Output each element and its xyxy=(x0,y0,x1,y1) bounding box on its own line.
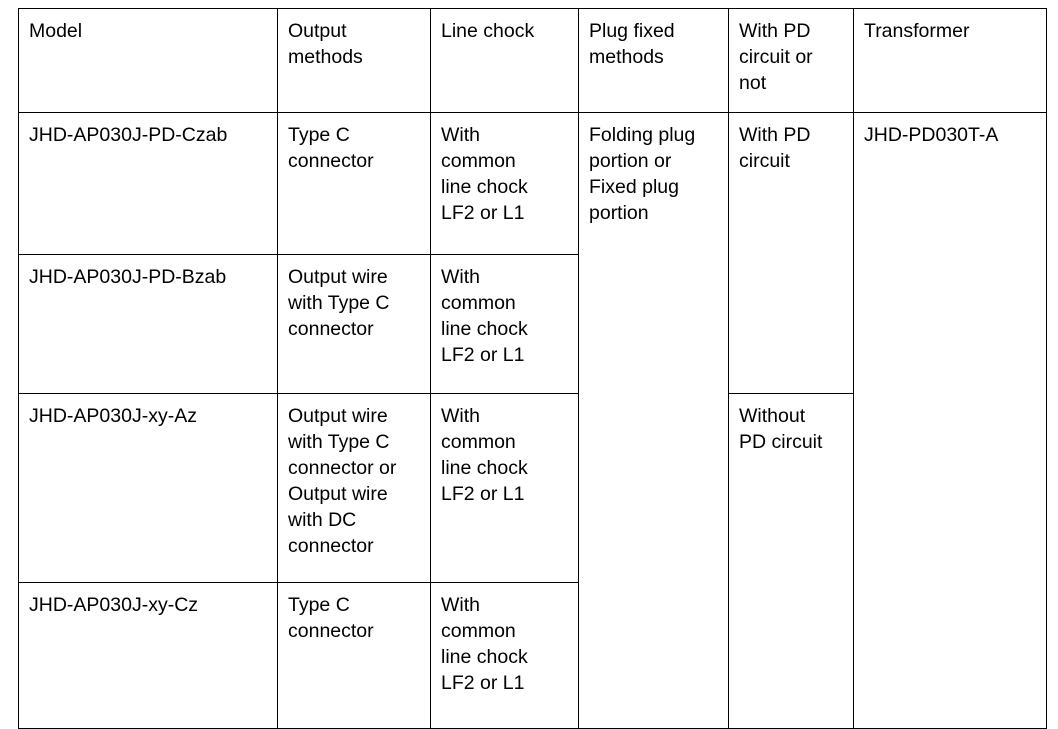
cell-output: Type C connector xyxy=(277,582,431,729)
model-specification-table: Model Output methods Line chock Plug fix… xyxy=(18,8,1047,729)
document-page: Model Output methods Line chock Plug fix… xyxy=(18,8,1047,729)
cell-output: Output wire with Type C connector or Out… xyxy=(277,393,431,583)
cell-model: JHD-AP030J-xy-Az xyxy=(18,393,278,583)
cell-model: JHD-AP030J-PD-Bzab xyxy=(18,254,278,394)
cell-pd-with: With PD circuit xyxy=(728,112,854,394)
column-header-pd: With PD circuit or not xyxy=(728,8,854,113)
cell-pd-without: Without PD circuit xyxy=(728,393,854,729)
column-header-transformer: Transformer xyxy=(853,8,1047,113)
cell-chock: With common line chock LF2 or L1 xyxy=(430,112,579,255)
cell-chock: With common line chock LF2 or L1 xyxy=(430,582,579,729)
cell-plug-merged: Folding plug portion or Fixed plug porti… xyxy=(578,112,729,729)
cell-transformer-merged: JHD-PD030T-A xyxy=(853,112,1047,729)
table-row: JHD-AP030J-xy-Az Output wire with Type C… xyxy=(18,393,1047,729)
table-row: JHD-AP030J-PD-Bzab Output wire with Type… xyxy=(18,254,1047,394)
column-header-chock: Line chock xyxy=(430,8,579,113)
cell-output: Output wire with Type C connector xyxy=(277,254,431,394)
table-row: JHD-AP030J-PD-Czab Type C connector With… xyxy=(18,112,1047,729)
column-header-plug: Plug fixed methods xyxy=(578,8,729,113)
column-header-model: Model xyxy=(18,8,278,113)
cell-chock: With common line chock LF2 or L1 xyxy=(430,393,579,583)
table-header-row: Model Output methods Line chock Plug fix… xyxy=(18,8,1047,113)
column-header-output: Output methods xyxy=(277,8,431,113)
cell-model: JHD-AP030J-PD-Czab xyxy=(18,112,278,255)
cell-chock: With common line chock LF2 or L1 xyxy=(430,254,579,394)
cell-model: JHD-AP030J-xy-Cz xyxy=(18,582,278,729)
cell-output: Type C connector xyxy=(277,112,431,255)
